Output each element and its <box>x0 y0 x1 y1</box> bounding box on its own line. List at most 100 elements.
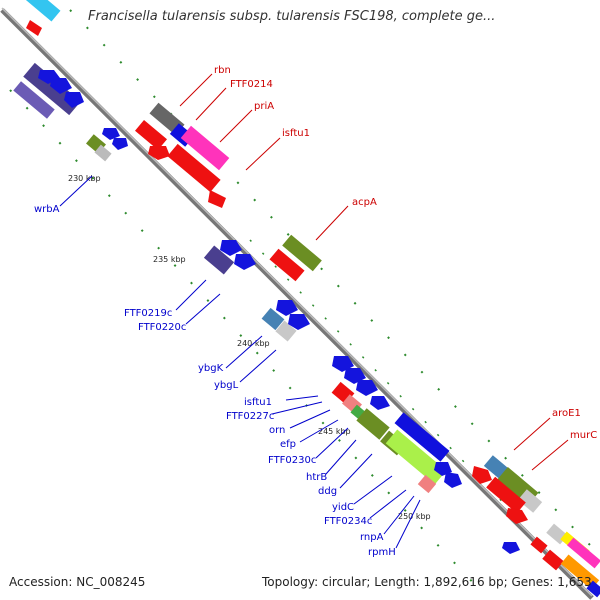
genome-backbone-highlight <box>1 7 593 597</box>
label-ftf0230c[interactable]: FTF0230c <box>268 455 316 466</box>
leader-htrb <box>325 439 357 475</box>
leader-ftf0220c <box>185 293 221 325</box>
gene-blue-b <box>50 78 72 94</box>
accession-text: Accession: NC_008245 <box>9 575 146 589</box>
gene-red-1 <box>135 119 167 151</box>
leader-acpa <box>315 205 349 241</box>
leader-ftf0234c <box>369 489 407 519</box>
gene-cyan <box>20 0 61 22</box>
leader-isftu1-left <box>285 395 319 401</box>
topology-text: Topology: circular; Length: 1,892,616 bp… <box>262 575 592 589</box>
gene-steel-aroe <box>483 455 509 479</box>
gene-blue-wrba-1 <box>102 128 120 140</box>
gene-blue-240-a <box>276 300 298 316</box>
label-isftu1-left[interactable]: isftu1 <box>244 397 272 408</box>
label-aroe1[interactable]: aroE1 <box>552 408 581 419</box>
label-murc[interactable]: murC <box>570 430 597 441</box>
gene-blue-250-c <box>444 472 462 488</box>
gene-magenta-pria <box>180 125 230 171</box>
label-yidc[interactable]: yidC <box>332 502 354 513</box>
leader-isftu1 <box>245 137 281 171</box>
gene-red-aroe-b <box>486 476 526 514</box>
tick-250: 250 kbp <box>398 512 431 521</box>
label-acpa[interactable]: acpA <box>352 197 377 208</box>
label-ftf0220c[interactable]: FTF0220c <box>138 322 186 333</box>
gene-lime-yidc <box>385 429 447 485</box>
map-title: Francisella tularensis subsp. tularensis… <box>88 9 496 24</box>
gene-grey-wrba <box>94 144 112 162</box>
leader-ftf0230c <box>315 427 349 459</box>
label-ftf0219c[interactable]: FTF0219c <box>124 308 172 319</box>
gene-blue-235-b <box>234 254 256 270</box>
genome-backbone <box>0 8 594 600</box>
leader-murc <box>531 439 569 471</box>
gene-red-isftu1 <box>167 143 221 193</box>
leader-rbn <box>179 73 213 107</box>
gene-magenta-br <box>566 537 600 569</box>
label-ybgk[interactable]: ybgK <box>198 363 224 374</box>
label-rpmh[interactable]: rpmH <box>368 547 396 558</box>
leader-orn <box>289 409 331 429</box>
leader-ftf0227c <box>271 401 323 415</box>
leader-rnpa <box>383 495 415 535</box>
label-htrb[interactable]: htrB <box>306 472 327 483</box>
gene-olive-acpa <box>282 234 322 272</box>
label-ftf0214[interactable]: FTF0214 <box>230 79 273 90</box>
leader-pria <box>219 109 253 143</box>
gene-red-2 <box>148 146 170 160</box>
leader-ybgk <box>225 335 263 369</box>
gene-purple-2 <box>13 81 55 119</box>
gene-red-3 <box>208 190 226 208</box>
gene-red-br-2 <box>542 549 564 571</box>
label-isftu1-right[interactable]: isftu1 <box>282 128 310 139</box>
gene-olive-245 <box>356 408 390 440</box>
gene-red-top <box>26 20 42 36</box>
gene-blue-c <box>64 92 84 108</box>
label-rnpa[interactable]: rnpA <box>360 532 384 543</box>
gene-red-aroe-a <box>472 466 492 484</box>
label-orn[interactable]: orn <box>269 425 285 436</box>
tick-230: 230 kbp <box>68 174 101 183</box>
label-ybgl[interactable]: ybgL <box>214 380 239 391</box>
label-wrba[interactable]: wrbA <box>34 204 60 215</box>
leader-ybgl <box>239 349 277 383</box>
gene-grey-240 <box>275 320 297 342</box>
gene-blue-long <box>394 412 450 462</box>
leader-ftf0214 <box>195 87 227 121</box>
right-labels: rbn FTF0214 priA isftu1 acpA aroE1 murC <box>179 65 597 471</box>
leader-ftf0219c <box>175 279 207 311</box>
gene-blue-bottom <box>502 542 520 554</box>
gene-pink-rnpa <box>417 474 437 494</box>
label-ddg[interactable]: ddg <box>318 486 337 497</box>
gene-red-acpa <box>269 248 305 282</box>
gene-red-aroe-c <box>506 508 528 524</box>
gene-blue-245-c <box>356 380 378 396</box>
leader-wrba <box>59 175 93 207</box>
gene-blue-250-a <box>370 396 390 410</box>
gene-grey-murc <box>517 489 543 513</box>
leader-yidc <box>353 475 393 505</box>
outer-ruler-dots <box>69 9 591 546</box>
label-efp[interactable]: efp <box>280 439 296 450</box>
left-labels: wrbA FTF0219c FTF0220c ybgK ybgL isftu1 … <box>34 175 421 558</box>
tick-245: 245 kbp <box>318 427 351 436</box>
label-ftf0227c[interactable]: FTF0227c <box>226 411 274 422</box>
label-ftf0234c[interactable]: FTF0234c <box>324 516 372 527</box>
leader-ddg <box>339 453 373 489</box>
gene-blue-235-a <box>220 240 242 256</box>
gene-red-br-1 <box>530 536 548 554</box>
gene-blue-br <box>586 580 600 598</box>
gene-orange-br <box>560 554 600 590</box>
leader-aroe1 <box>513 417 551 451</box>
gene-blue-wrba-2 <box>112 138 128 150</box>
gene-steel-240 <box>261 307 285 331</box>
tick-235: 235 kbp <box>153 255 186 264</box>
label-rbn[interactable]: rbn <box>214 65 231 76</box>
leader-efp <box>299 419 339 443</box>
leader-rpmh <box>395 499 421 549</box>
label-pria[interactable]: priA <box>254 101 274 112</box>
gene-purple-235 <box>203 245 235 275</box>
gene-blue-240-b <box>288 314 310 330</box>
